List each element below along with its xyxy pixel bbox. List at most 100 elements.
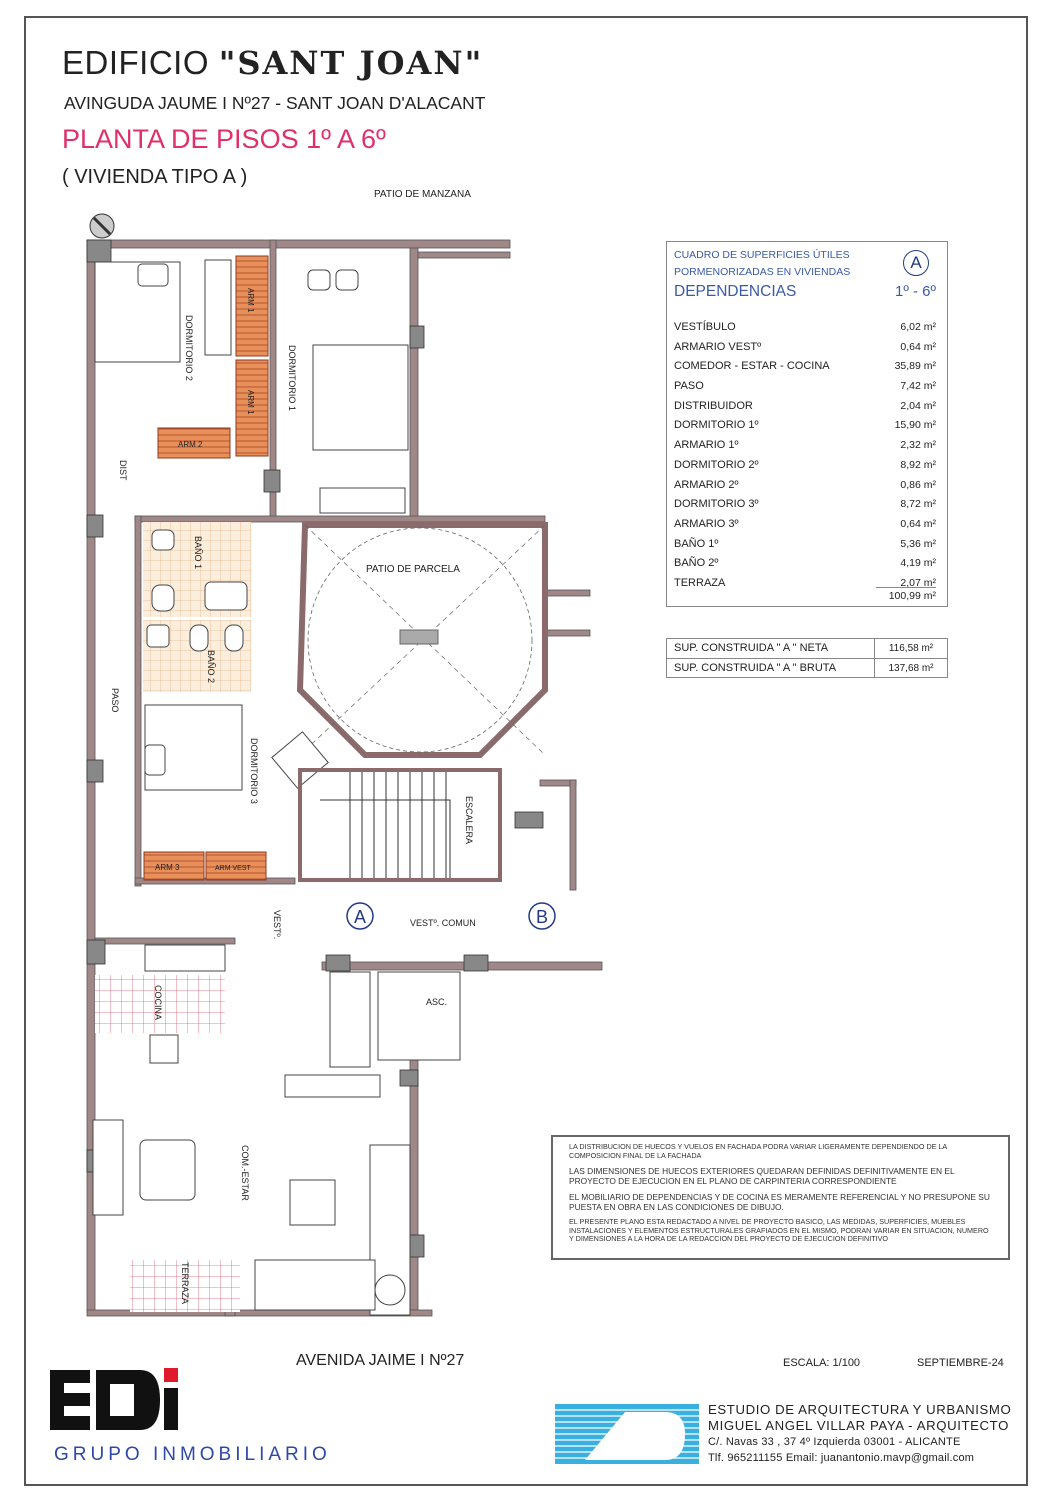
patio-manzana-label: PATIO DE MANZANA: [374, 189, 471, 200]
area-row-name: ARMARIO 1º: [674, 439, 739, 452]
room-vest-comun: VESTº. COMUN: [410, 918, 476, 928]
area-row-name: DISTRIBUIDOR: [674, 399, 753, 412]
area-row: BAÑO 2º 4,19 m²: [674, 554, 936, 574]
area-row: TERRAZA 2,07 m²: [674, 574, 936, 594]
room-dist: DIST: [118, 460, 128, 481]
room-vest: VESTº.: [272, 910, 282, 939]
mavp-logo: [555, 1404, 699, 1464]
room-arm-1b: ARM 1: [246, 390, 255, 415]
note: LA DISTRIBUCION DE HUECOS Y VUELOS EN FA…: [569, 1142, 947, 1160]
area-row-value: 0,86 m²: [900, 478, 936, 491]
svg-text:A: A: [354, 907, 366, 927]
area-row-name: BAÑO 2º: [674, 557, 719, 570]
area-row-value: 35,89 m²: [894, 360, 936, 373]
area-row-value: 8,72 m²: [900, 498, 936, 511]
area-row-value: 8,92 m²: [900, 458, 936, 471]
room-asc: ASC.: [426, 997, 447, 1007]
room-arm-3: ARM 3: [155, 863, 180, 872]
area-row-value: 2,32 m²: [900, 439, 936, 452]
area-row-name: DORMITORIO 3º: [674, 498, 759, 511]
area-row-name: DORMITORIO 2º: [674, 458, 759, 471]
area-row-name: ARMARIO 2º: [674, 478, 739, 491]
edi-logo: [50, 1368, 178, 1430]
room-dormitorio-2: DORMITORIO 2: [184, 315, 194, 381]
columns: [86, 239, 544, 1258]
area-row-name: TERRAZA: [674, 576, 726, 589]
col-dependencias: DEPENDENCIAS: [674, 283, 797, 300]
terrace-floor: [130, 1260, 240, 1312]
area-row-value: 7,42 m²: [900, 380, 936, 393]
room-paso: PASO: [110, 688, 120, 712]
area-row-name: DORMITORIO 1º: [674, 419, 759, 432]
building-title: EDIFICIO "SANT JOAN": [62, 44, 484, 82]
plan-subtitle: ( VIVIENDA TIPO A ): [62, 166, 248, 188]
unit-marker-a: A: [346, 902, 374, 930]
room-arm-vest: ARM VEST: [215, 865, 252, 872]
area-row: DORMITORIO 2º 8,92 m²: [674, 456, 936, 476]
area-row: PASO 7,42 m²: [674, 377, 936, 397]
area-row: ARMARIO 1º 2,32 m²: [674, 436, 936, 456]
date-label: SEPTIEMBRE-24: [917, 1357, 1004, 1369]
brand-tagline: GRUPO INMOBILIARIO: [54, 1444, 331, 1465]
area-row: DORMITORIO 1º 15,90 m²: [674, 416, 936, 436]
room-cocina: COCINA: [153, 985, 163, 1020]
area-row: BAÑO 1º 5,36 m²: [674, 535, 936, 555]
note: EL MOBILIARIO DE DEPENDENCIAS Y DE COCIN…: [569, 1192, 990, 1212]
room-dormitorio-1: DORMITORIO 1: [287, 345, 297, 411]
kitchen-floor: [95, 975, 225, 1033]
area-row-value: 2,07 m²: [900, 576, 936, 589]
area-row-name: BAÑO 1º: [674, 537, 719, 550]
col-floors: 1º - 6º: [895, 283, 936, 300]
street-label: AVENIDA JAIME I Nº27: [296, 1352, 465, 1369]
unit-badge: A: [903, 250, 929, 276]
room-arm-2: ARM 2: [178, 440, 203, 449]
room-com-estar: COM.-ESTAR: [240, 1145, 250, 1201]
room-dormitorio-3: DORMITORIO 3: [249, 738, 259, 804]
area-row-value: 15,90 m²: [894, 419, 936, 432]
area-row-value: 0,64 m²: [900, 517, 936, 530]
areas-total: 100,99 m²: [876, 587, 936, 602]
patio-parcela: [296, 522, 548, 758]
note: EL PRESENTE PLANO ESTA REDACTADO A NIVEL…: [569, 1217, 989, 1243]
area-row-name: PASO: [674, 380, 704, 393]
staircase: [298, 768, 502, 882]
area-row-value: 4,19 m²: [900, 557, 936, 570]
area-row-name: ARMARIO VESTº: [674, 340, 762, 353]
room-patio-parcela: PATIO DE PARCELA: [366, 564, 460, 575]
room-terraza: TERRAZA: [180, 1262, 190, 1304]
room-escalera: ESCALERA: [464, 796, 474, 844]
area-row-value: 2,04 m²: [900, 399, 936, 412]
area-row-name: COMEDOR - ESTAR - COCINA: [674, 360, 830, 373]
area-row-value: 6,02 m²: [900, 321, 936, 333]
scale-label: ESCALA: 1/100: [783, 1357, 861, 1369]
area-row-name: ARMARIO 3º: [674, 517, 739, 530]
room-arm-1a: ARM 1: [246, 288, 255, 313]
note: LAS DIMENSIONES DE HUECOS EXTERIORES QUE…: [569, 1166, 955, 1186]
area-row: ARMARIO 3º 0,64 m²: [674, 515, 936, 535]
area-row: DORMITORIO 3º 8,72 m²: [674, 495, 936, 515]
studio-info: ESTUDIO DE ARQUITECTURA Y URBANISMO MIGU…: [708, 1402, 1012, 1464]
address: AVINGUDA JAUME I Nº27 - SANT JOAN D'ALAC…: [64, 93, 486, 113]
plan-title: PLANTA DE PISOS 1º A 6º: [62, 124, 386, 154]
area-row: DISTRIBUIDOR 2,04 m²: [674, 397, 936, 417]
north-symbol: [89, 213, 115, 239]
area-row-name: VESTÍBULO: [674, 321, 736, 333]
svg-text:B: B: [536, 907, 548, 927]
room-bano-1: BAÑO 1: [193, 536, 203, 569]
area-row: COMEDOR - ESTAR - COCINA 35,89 m²: [674, 357, 936, 377]
area-row: ARMARIO 2º 0,86 m²: [674, 476, 936, 496]
room-bano-2: BAÑO 2: [206, 650, 216, 683]
furniture: [92, 259, 461, 1316]
wardrobes: [143, 255, 269, 881]
area-row: VESTÍBULO 6,02 m²: [674, 318, 936, 338]
area-row-value: 5,36 m²: [900, 537, 936, 550]
notes-box: LA DISTRIBUCION DE HUECOS Y VUELOS EN FA…: [551, 1135, 1010, 1260]
